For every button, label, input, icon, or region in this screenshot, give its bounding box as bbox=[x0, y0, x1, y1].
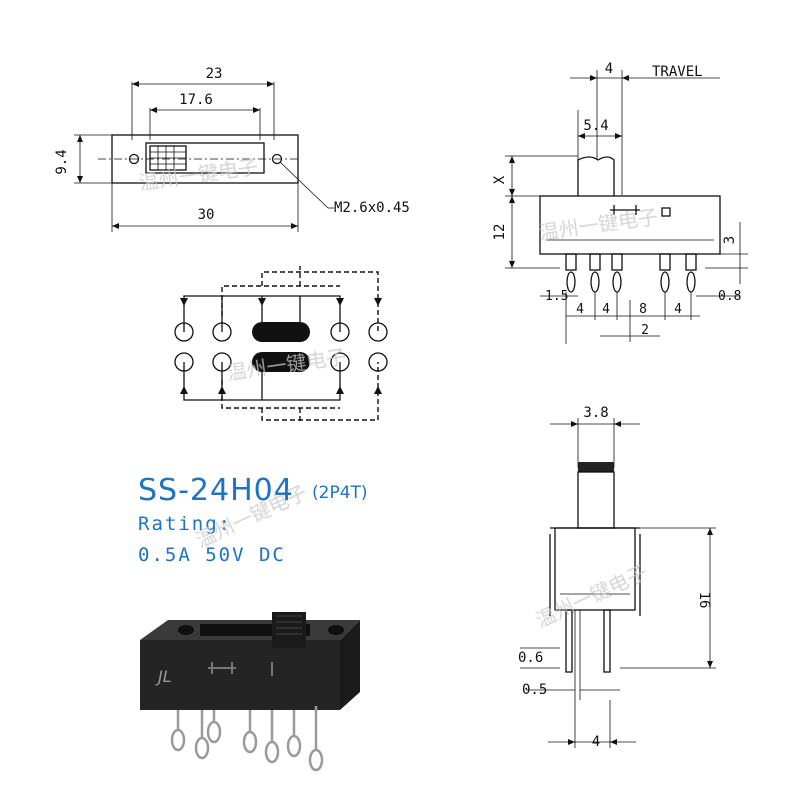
photo-pins bbox=[170, 706, 324, 772]
dim-actuator-height: X bbox=[492, 175, 508, 184]
dim-center-offset: 2 bbox=[641, 323, 649, 338]
dim-actuator-width: 5.4 bbox=[583, 118, 608, 134]
dim-end-body-height: 16 bbox=[696, 592, 712, 609]
dim-slot: 17.6 bbox=[179, 92, 213, 108]
dim-pin-offset: 3 bbox=[722, 236, 738, 244]
dim-pitch-1: 4 bbox=[576, 302, 584, 317]
rating-value: 0.5A 50V DC bbox=[138, 544, 286, 566]
product-text: SS-24H04 (2P4T) Rating: 0.5A 50V DC bbox=[138, 473, 368, 566]
top-view: 23 17.6 9.4 30 bbox=[54, 66, 410, 232]
dim-length: 30 bbox=[198, 207, 215, 223]
side-view: 4 TRAVEL 5.4 X 12 3 bbox=[492, 61, 748, 344]
dim-body-height: 12 bbox=[492, 224, 508, 241]
dim-pin-width: 0.5 bbox=[522, 682, 547, 698]
rating-label: Rating: bbox=[138, 513, 232, 535]
dim-pitch-4: 4 bbox=[674, 302, 682, 317]
end-view: 3.8 16 0.6 0.5 4 bbox=[518, 405, 716, 750]
dim-end-actuator-width: 3.8 bbox=[583, 405, 608, 421]
travel-label: TRAVEL bbox=[652, 64, 703, 80]
dim-height: 9.4 bbox=[54, 149, 70, 174]
model-number: SS-24H04 bbox=[138, 473, 294, 508]
switch-schematic bbox=[174, 266, 388, 424]
brand-logo: JL bbox=[155, 667, 172, 686]
dim-pin-width-right: 0.8 bbox=[718, 289, 741, 304]
side-pins bbox=[565, 253, 697, 293]
switch-config: (2P4T) bbox=[312, 483, 368, 503]
watermark-2: 温州一键电子 bbox=[537, 204, 659, 244]
watermark-3: 温州一键电子 bbox=[225, 344, 347, 384]
dim-pin-spacing: 4 bbox=[592, 734, 600, 750]
watermark-1: 温州一键电子 bbox=[137, 154, 259, 194]
dim-pin-width-left: 1.5 bbox=[545, 289, 568, 304]
dim-travel: 4 bbox=[605, 61, 613, 77]
dim-pin-thickness: 0.6 bbox=[518, 650, 543, 666]
dim-pitch-2: 4 bbox=[602, 302, 610, 317]
dim-pitch-3: 8 bbox=[639, 302, 647, 317]
screw-callout: M2.6x0.45 bbox=[334, 200, 410, 216]
product-photo: JL bbox=[140, 612, 360, 772]
dim-overall-top: 23 bbox=[206, 66, 223, 82]
